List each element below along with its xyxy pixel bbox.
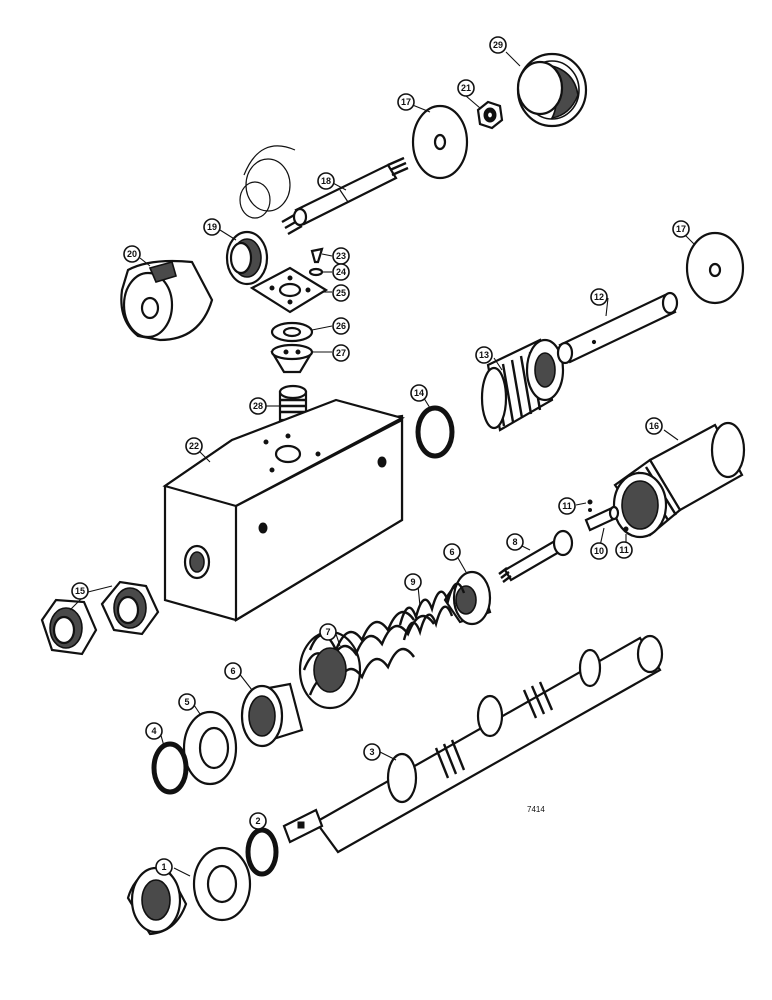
callout-18: 18 — [317, 172, 335, 190]
callout-26: 26 — [332, 317, 350, 335]
callout-16: 16 — [645, 417, 663, 435]
callout-24: 24 — [332, 263, 350, 281]
callout-27-label: 27 — [336, 348, 346, 358]
callout-17-upper: 17 — [397, 93, 415, 111]
callout-10: 10 — [590, 542, 608, 560]
callout-15: 15 — [71, 582, 89, 600]
callout-7: 7 — [319, 623, 337, 641]
callout-1: 1 — [155, 858, 173, 876]
callout-29-label: 29 — [493, 40, 503, 50]
callout-25-label: 25 — [336, 288, 346, 298]
callout-6-lower: 6 — [224, 662, 242, 680]
part-23-screw — [310, 247, 324, 264]
callout-26-label: 26 — [336, 321, 346, 331]
part-18-shaft — [281, 156, 409, 236]
callout-12-label: 12 — [594, 292, 604, 302]
callout-11-upper: 11 — [558, 497, 576, 515]
callout-4: 4 — [145, 722, 163, 740]
figure-number: 7414 — [527, 805, 545, 814]
callout-5: 5 — [178, 693, 196, 711]
callout-2-label: 2 — [255, 816, 260, 826]
callout-10-label: 10 — [594, 546, 604, 556]
callout-3: 3 — [363, 743, 381, 761]
callout-12: 12 — [590, 288, 608, 306]
callout-13-label: 13 — [479, 350, 489, 360]
callout-7-label: 7 — [325, 627, 330, 637]
callout-25: 25 — [332, 284, 350, 302]
part-6-retainer-upper — [443, 570, 492, 626]
part-1-washer-and-nut — [126, 846, 252, 936]
callout-11-upper-label: 11 — [562, 501, 572, 511]
part-22-valve-body — [162, 398, 405, 622]
part-16-threaded-housing — [612, 421, 746, 539]
callout-21-label: 21 — [461, 83, 471, 93]
callout-8: 8 — [506, 533, 524, 551]
callout-5-label: 5 — [184, 697, 189, 707]
callout-8-label: 8 — [512, 537, 517, 547]
part-6-retainer-lower — [240, 682, 304, 748]
callout-17-right-label: 17 — [676, 224, 686, 234]
callout-22: 22 — [185, 437, 203, 455]
callout-4-label: 4 — [151, 726, 156, 736]
part-19-bushing — [225, 230, 269, 286]
part-10-pin — [584, 505, 620, 532]
callout-22-label: 22 — [189, 441, 199, 451]
part-11-small-pins — [587, 499, 629, 532]
callout-6-lower-label: 6 — [230, 666, 235, 676]
part-14-o-ring — [415, 405, 455, 459]
callout-20-label: 20 — [127, 249, 137, 259]
part-8-bolt — [498, 529, 574, 583]
callout-18-label: 18 — [321, 176, 331, 186]
callout-15-label: 15 — [75, 586, 85, 596]
part-2-o-ring — [245, 827, 279, 877]
callout-23-label: 23 — [336, 251, 346, 261]
callout-20: 20 — [123, 245, 141, 263]
callout-17-upper-label: 17 — [401, 97, 411, 107]
part-12-tube — [556, 291, 679, 365]
part-27-cone-insert — [270, 343, 314, 374]
part-29-threaded-cap — [516, 52, 588, 128]
callout-21: 21 — [457, 79, 475, 97]
callout-9: 9 — [404, 573, 422, 591]
callout-28: 28 — [249, 397, 267, 415]
part-9-spring-small — [398, 582, 466, 641]
callout-19: 19 — [203, 218, 221, 236]
callout-9-label: 9 — [410, 577, 415, 587]
callout-27: 27 — [332, 344, 350, 362]
callout-19-label: 19 — [207, 222, 217, 232]
callout-29: 29 — [489, 36, 507, 54]
callout-17-right: 17 — [672, 220, 690, 238]
callout-3-label: 3 — [369, 747, 374, 757]
part-7-spring-large — [298, 610, 435, 710]
part-loose-seal-rings — [239, 145, 296, 219]
callout-1-label: 1 — [161, 862, 166, 872]
part-17-washer-upper — [411, 104, 469, 180]
callout-11-lower-label: 11 — [619, 545, 629, 555]
part-24-lock-washer — [308, 267, 324, 277]
part-25-cover-plate — [249, 266, 329, 314]
part-13-threaded-sleeve — [480, 338, 565, 432]
part-5-washer — [182, 710, 238, 786]
callout-24-label: 24 — [336, 267, 346, 277]
part-26-washer — [270, 321, 314, 343]
part-17-washer-right — [685, 231, 745, 305]
callout-14-label: 14 — [414, 388, 424, 398]
callout-6-upper-label: 6 — [449, 547, 454, 557]
part-15-lock-nuts — [40, 580, 160, 656]
callout-2: 2 — [249, 812, 267, 830]
callout-23: 23 — [332, 247, 350, 265]
callout-13: 13 — [475, 346, 493, 364]
callout-28-label: 28 — [253, 401, 263, 411]
part-3-spool-shaft — [282, 634, 664, 854]
callout-6-upper: 6 — [443, 543, 461, 561]
part-21-hex-nut — [476, 100, 504, 130]
callout-11-lower: 11 — [615, 541, 633, 559]
callout-16-label: 16 — [649, 421, 659, 431]
part-4-o-ring — [151, 741, 189, 795]
part-20-coupling — [120, 259, 214, 342]
callout-14: 14 — [410, 384, 428, 402]
